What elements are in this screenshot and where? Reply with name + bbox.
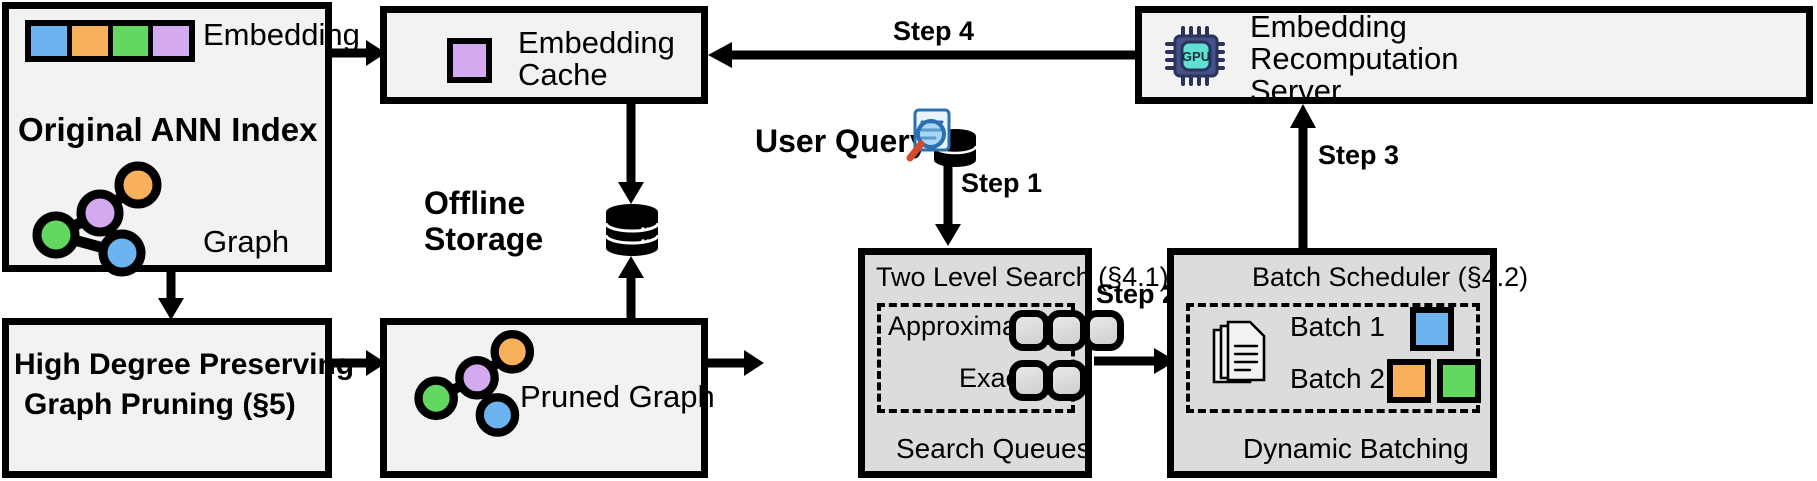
embedding-cache-swatch xyxy=(447,38,492,83)
search-queues-dashed-region xyxy=(877,303,1075,413)
pruned-graph-figure xyxy=(414,330,535,437)
embedding-cell-green xyxy=(112,26,154,56)
embedding-cell-purple xyxy=(153,26,189,56)
gpu-chip-icon: GPU xyxy=(1165,26,1225,86)
batch-2-swatch-green xyxy=(1437,359,1481,403)
two-level-search-box xyxy=(858,248,1092,478)
batch-scheduler-title: Batch Scheduler (§4.2) xyxy=(1252,262,1529,292)
offline-storage-label-line2: Storage xyxy=(424,221,544,257)
arrow-index-to-pruning xyxy=(158,272,184,320)
arrow-step2 xyxy=(1094,348,1176,374)
embedding-cache-label-line1: Embedding xyxy=(518,25,675,60)
embedding-cell-orange xyxy=(71,26,113,56)
recomputation-server-line1: Embedding xyxy=(1250,9,1407,44)
original-ann-index-title: Original ANN Index xyxy=(18,111,318,148)
graph-label: Graph xyxy=(203,224,290,259)
embedding-vector-strip xyxy=(25,20,195,62)
batch-1-label: Batch 1 xyxy=(1290,311,1385,342)
approximate-slot-2 xyxy=(1046,310,1087,351)
batch-1-swatch-blue xyxy=(1410,307,1454,351)
arrow-pruned-graph-to-storage xyxy=(618,256,644,318)
dynamic-batching-footer: Dynamic Batching xyxy=(1243,433,1469,464)
graph-pruning-label-line1: High Degree Preserving xyxy=(14,348,355,381)
exact-slot-1 xyxy=(1009,360,1050,401)
dynamic-batching-dashed-region xyxy=(1186,303,1480,413)
step2-label: Step 2 xyxy=(1096,279,1178,309)
approximate-slot-3 xyxy=(1083,310,1124,351)
arrow-index-to-cache xyxy=(332,40,386,66)
search-queues-footer: Search Queues xyxy=(896,433,1091,464)
recomputation-server-line2: Recomputation xyxy=(1250,41,1459,76)
database-cylinder-icon xyxy=(604,204,660,256)
gpu-chip-icon-text: GPU xyxy=(1182,49,1210,64)
arrow-step4 xyxy=(708,42,1138,68)
offline-storage-label-line1: Offline xyxy=(424,185,526,221)
graph-pruning-label-line2: Graph Pruning (§5) xyxy=(24,388,296,421)
embedding-cache-box xyxy=(380,6,708,104)
exact-slot-2 xyxy=(1046,360,1087,401)
arrow-pruning-to-pruned-graph xyxy=(332,350,386,376)
pruned-graph-label: Pruned Graph xyxy=(520,379,715,414)
arrow-step1 xyxy=(935,160,961,246)
batch-2-swatch-orange xyxy=(1387,359,1431,403)
two-level-search-title: Two Level Search (§4.1) xyxy=(876,262,1169,292)
step4-label: Step 4 xyxy=(893,16,975,46)
ann-index-graph xyxy=(32,161,162,277)
embedding-label: Embedding xyxy=(203,17,360,52)
arrow-step3 xyxy=(1290,104,1316,248)
documents-stack-icon xyxy=(1212,320,1266,384)
embedding-cache-label-line2: Cache xyxy=(518,57,608,92)
step1-label: Step 1 xyxy=(961,168,1043,198)
graph-pruning-box xyxy=(2,318,332,478)
user-query-label: User Query xyxy=(755,123,928,159)
batch-2-label: Batch 2 xyxy=(1290,363,1385,394)
step3-label: Step 3 xyxy=(1318,140,1400,170)
arrow-cache-to-storage xyxy=(618,104,644,204)
recomputation-server-box xyxy=(1135,6,1813,104)
embedding-cell-blue xyxy=(31,26,72,56)
arrow-pruned-graph-to-search xyxy=(708,350,764,376)
query-search-database-icon xyxy=(906,108,978,167)
recomputation-server-line3: Server xyxy=(1250,73,1342,108)
approximate-slot-1 xyxy=(1009,310,1050,351)
